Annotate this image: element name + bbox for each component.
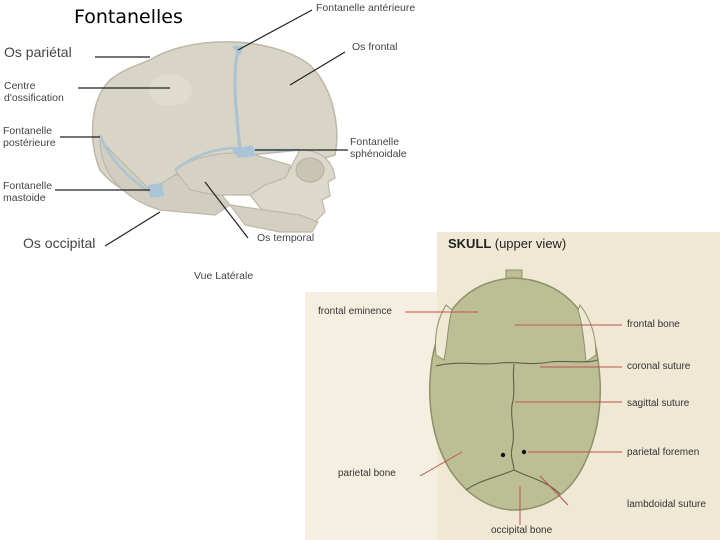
lambdoidal-suture-upper [465, 469, 561, 495]
parietal-foramen-right [521, 449, 527, 455]
label-fontanelle-mastoide-line2: mastoide [3, 192, 46, 205]
label-centre-ossification: Centre d'ossification [4, 80, 64, 104]
left-orbit-notch [435, 304, 453, 361]
label-frontal-bone: frontal bone [627, 319, 680, 330]
upper-skull-shape [429, 277, 601, 511]
label-fontanelle-anterieure: Fontanelle antérieure [316, 2, 416, 14]
label-parietal-bone: parietal bone [338, 468, 396, 479]
label-fontanelle-sphenoidale-line1: Fontanelle [350, 136, 400, 148]
label-fontanelle-sphenoidale-line2: sphénoidale [350, 148, 407, 161]
label-os-temporal: Os temporal [257, 232, 315, 244]
centre-ossification-shape [148, 74, 192, 106]
fontanelle-mastoide-shape [148, 183, 164, 198]
label-fontanelle-mastoide-line1: Fontanelle [3, 180, 53, 192]
lateral-mandible [228, 204, 319, 233]
label-fontanelle-posterieure-line2: postérieure [3, 137, 56, 150]
coronal-suture-lateral [233, 49, 242, 151]
leader-os-occipital [104, 211, 161, 247]
label-frontal-eminence: frontal eminence [318, 306, 392, 317]
label-occipital-bone: occipital bone [491, 525, 553, 536]
leader-parietal-bone [419, 451, 463, 477]
upper-view-heading: SKULL (upper view) [448, 236, 566, 251]
label-os-parietal: Os pariétal [4, 44, 72, 60]
page-title: Fontanelles [74, 6, 183, 28]
upper-view-background-left [305, 292, 437, 540]
label-os-occipital: Os occipital [23, 235, 96, 251]
label-fontanelle-mastoide: Fontanelle mastoide [3, 180, 52, 204]
label-fontanelle-sphenoidale: Fontanelle sphénoidale [350, 136, 407, 160]
label-coronal-suture: coronal suture [627, 361, 691, 372]
fontanelle-sphenoidale-shape [232, 145, 256, 158]
sagittal-suture-upper [510, 363, 515, 471]
label-centre-ossification-line2: d'ossification [4, 92, 64, 105]
upper-view-heading-rest: (upper view) [494, 236, 567, 251]
parietal-foramen-left [500, 452, 506, 458]
label-centre-ossification-line1: Centre [4, 80, 36, 92]
label-lambdoidal-suture: lambdoidal suture [627, 499, 706, 510]
label-fontanelle-posterieure: Fontanelle postérieure [3, 125, 56, 149]
leader-os-frontal [289, 51, 346, 86]
lateral-orbit [295, 157, 325, 183]
leader-fontanelle-anterieure [237, 9, 313, 51]
lateral-view-caption: Vue Latérale [194, 270, 254, 282]
label-os-frontal: Os frontal [352, 41, 398, 53]
upper-view-heading-bold: SKULL [448, 236, 492, 251]
lambdoid-suture-lateral [98, 134, 151, 194]
leader-lambdoidal-suture [539, 475, 569, 506]
label-fontanelle-posterieure-line1: Fontanelle [3, 125, 53, 137]
label-sagittal-suture: sagittal suture [627, 398, 690, 409]
coronal-suture-upper [435, 359, 599, 367]
leader-os-temporal [204, 181, 249, 239]
label-parietal-foramen: parietal foremen [627, 447, 700, 458]
